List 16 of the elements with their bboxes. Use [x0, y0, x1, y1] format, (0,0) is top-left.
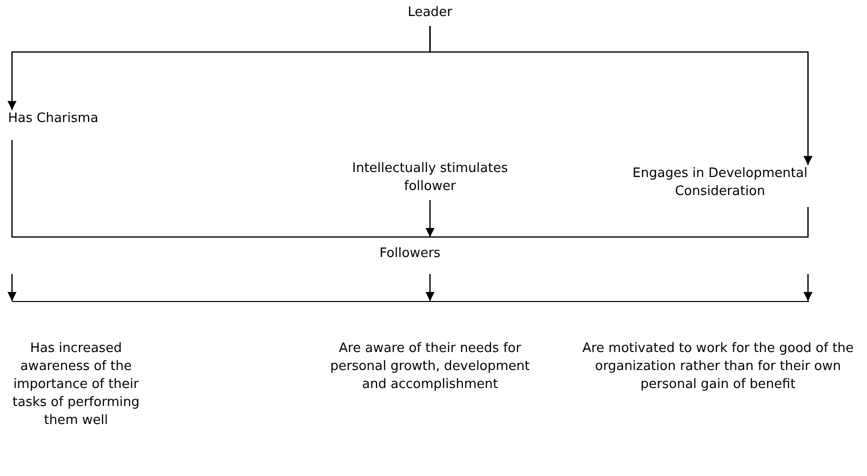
- arrow: [8, 274, 16, 301]
- node-label: Are motivated to work for the good of the organization rather than for their own personal gain of benefit: [582, 340, 854, 394]
- arrow: [426, 274, 434, 301]
- node-label: Followers: [378, 245, 442, 263]
- node-label: Are aware of their needs for personal growth, development and accomplishment: [330, 340, 530, 394]
- arrow: [429, 26, 812, 165]
- connector-line: [11, 140, 430, 238]
- node-label: Intellectually stimulates follower: [351, 160, 509, 196]
- bar-line: [12, 301, 809, 302]
- connector-line: [430, 207, 809, 238]
- node-label: Has Charisma: [8, 110, 98, 128]
- node-label: Has increased awareness of the importance of their tasks of performing them well: [12, 340, 140, 430]
- node-label: Leader: [408, 4, 452, 22]
- node-label: Engages in Developmental Consideration: [632, 165, 808, 201]
- arrow: [426, 200, 434, 237]
- arrow: [804, 274, 812, 301]
